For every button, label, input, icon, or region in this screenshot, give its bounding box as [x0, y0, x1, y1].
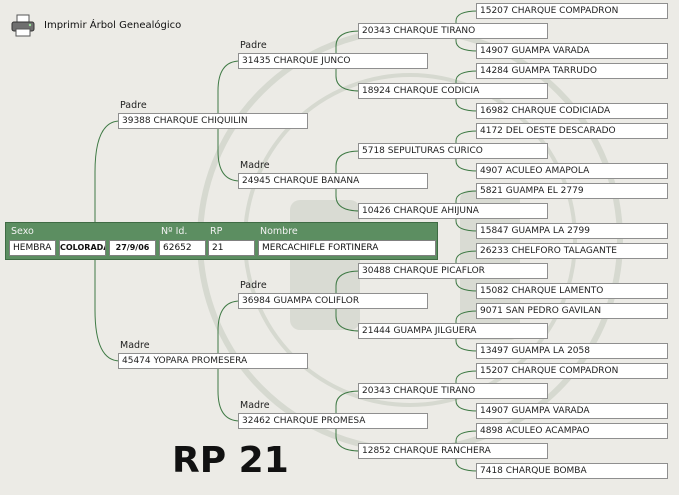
label-madre: Madre: [240, 400, 270, 411]
header-nid: Nº Id.: [161, 226, 188, 237]
header-nombre: Nombre: [260, 226, 298, 237]
nombre-field: MERCACHIFLE FORTINERA: [258, 240, 436, 256]
great-grandparent-box[interactable]: 18924 CHARQUE CODICIA: [358, 83, 548, 99]
ancestor-box[interactable]: 4898 ACULEO ACAMPAO: [476, 423, 668, 439]
ancestor-box[interactable]: 15847 GUAMPA LA 2799: [476, 223, 668, 239]
label-padre: Padre: [120, 100, 147, 111]
rp-caption: RP 21: [172, 440, 289, 481]
header-sexo: Sexo: [11, 226, 34, 237]
label-padre: Padre: [240, 40, 267, 51]
print-tree-link[interactable]: Imprimir Árbol Genealógico: [44, 20, 182, 31]
ancestor-box[interactable]: 14907 GUAMPA VARADA: [476, 43, 668, 59]
dam-box[interactable]: 45474 YOPARA PROMESERA: [118, 353, 308, 369]
grandparent-box[interactable]: 36984 GUAMPA COLIFLOR: [238, 293, 428, 309]
ancestor-box[interactable]: 26233 CHELFORO TALAGANTE: [476, 243, 668, 259]
printer-icon[interactable]: [10, 14, 38, 38]
sexo-field: HEMBRA: [9, 240, 56, 256]
ancestor-box[interactable]: 16982 CHARQUE CODICIADA: [476, 103, 668, 119]
ancestor-box[interactable]: 5821 GUAMPA EL 2779: [476, 183, 668, 199]
grandparent-box[interactable]: 31435 CHARQUE JUNCO: [238, 53, 428, 69]
label-madre: Madre: [240, 160, 270, 171]
ancestor-box[interactable]: 13497 GUAMPA LA 2058: [476, 343, 668, 359]
ancestor-box[interactable]: 9071 SAN PEDRO GAVILAN: [476, 303, 668, 319]
ancestor-box[interactable]: 4172 DEL OESTE DESCARADO: [476, 123, 668, 139]
label-madre: Madre: [120, 340, 150, 351]
great-grandparent-box[interactable]: 20343 CHARQUE TIRANO: [358, 23, 548, 39]
great-grandparent-box[interactable]: 5718 SEPULTURAS CURICO: [358, 143, 548, 159]
animal-info-panel: Sexo Nº Id. RP Nombre HEMBRA COLORADA 27…: [5, 222, 438, 260]
ancestor-box[interactable]: 4907 ACULEO AMAPOLA: [476, 163, 668, 179]
ancestor-box[interactable]: 15082 CHARQUE LAMENTO: [476, 283, 668, 299]
rp-field: 21: [208, 240, 255, 256]
great-grandparent-box[interactable]: 30488 CHARQUE PICAFLOR: [358, 263, 548, 279]
ancestor-box[interactable]: 15207 CHARQUE COMPADRON: [476, 363, 668, 379]
ancestor-box[interactable]: 15207 CHARQUE COMPADRON: [476, 3, 668, 19]
sire-box[interactable]: 39388 CHARQUE CHIQUILIN: [118, 113, 308, 129]
ancestor-box[interactable]: 7418 CHARQUE BOMBA: [476, 463, 668, 479]
great-grandparent-box[interactable]: 10426 CHARQUE AHIJUNA: [358, 203, 548, 219]
label-padre: Padre: [240, 280, 267, 291]
grandparent-box[interactable]: 32462 CHARQUE PROMESA: [238, 413, 428, 429]
nid-field: 62652: [159, 240, 206, 256]
header-rp: RP: [210, 226, 223, 237]
great-grandparent-box[interactable]: 20343 CHARQUE TIRANO: [358, 383, 548, 399]
ancestor-box[interactable]: 14907 GUAMPA VARADA: [476, 403, 668, 419]
great-grandparent-box[interactable]: 21444 GUAMPA JILGUERA: [358, 323, 548, 339]
grandparent-box[interactable]: 24945 CHARQUE BANANA: [238, 173, 428, 189]
fecha-field: 27/9/06: [109, 240, 156, 256]
color-field: COLORADA: [59, 240, 106, 256]
ancestor-box[interactable]: 14284 GUAMPA TARRUDO: [476, 63, 668, 79]
great-grandparent-box[interactable]: 12852 CHARQUE RANCHERA: [358, 443, 548, 459]
